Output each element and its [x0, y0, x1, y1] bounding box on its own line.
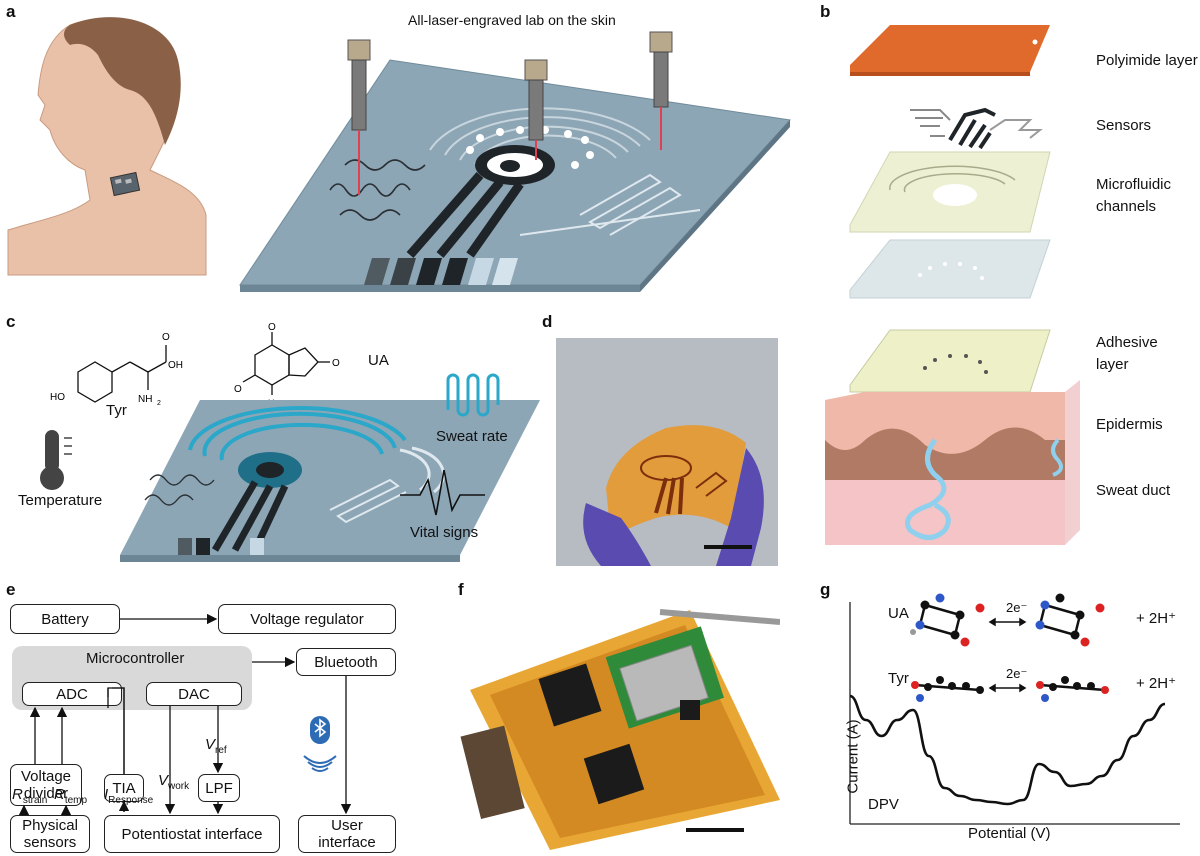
wireless-icon — [303, 755, 337, 772]
panel-label-b: b — [820, 2, 831, 21]
x-axis-label: Potential (V) — [968, 825, 1051, 842]
tyr-electrons-label: 2e⁻ — [1006, 666, 1028, 681]
sweat-duct-label: Sweat duct — [1096, 482, 1171, 499]
panel-label-e: e — [6, 580, 16, 599]
ua-protons-label: + 2H⁺ — [1136, 610, 1177, 627]
polyimide-layer-label: Polyimide layer — [1096, 52, 1198, 69]
ua-o1: O — [268, 322, 276, 333]
voltage-regulator-box: Voltage regulator — [218, 604, 396, 634]
bluetooth-icon — [310, 716, 330, 744]
vital-signs-label: Vital signs — [410, 524, 479, 541]
pads-c — [178, 538, 264, 555]
adc-box: ADC — [22, 682, 122, 706]
sensors-label: Sensors — [1096, 117, 1152, 134]
electrode-leads — [406, 172, 524, 258]
ua-reaction-label: UA — [888, 605, 909, 622]
ua-electrons-label: 2e⁻ — [1006, 600, 1028, 615]
channel-layer-shape — [849, 239, 1051, 299]
channels-label: channels — [1096, 198, 1157, 215]
layer-label: layer — [1096, 356, 1129, 373]
human-head-illustration — [7, 17, 208, 276]
ua-o2: O — [234, 384, 242, 395]
highlighted-arcs — [188, 406, 407, 461]
scale-bar-d — [704, 545, 752, 549]
tyr-oh: OH — [168, 360, 183, 371]
thermometer-icon — [40, 430, 72, 490]
panel-b-exploded-view — [825, 25, 1080, 545]
ecg-icon — [400, 469, 485, 516]
sensors-layer-shape — [910, 107, 1043, 150]
device-plate-c — [120, 400, 540, 555]
scale-bar-f — [686, 828, 744, 832]
panel-d-photo — [556, 338, 778, 566]
epidermis-label: Epidermis — [1096, 416, 1163, 433]
panel-label-c: c — [6, 312, 16, 331]
adhesive-label: Adhesive — [1096, 334, 1158, 351]
laser-heads — [347, 31, 673, 195]
tyr-ho: HO — [50, 392, 65, 403]
dac-box: DAC — [146, 682, 242, 706]
tyr-protons-label: + 2H⁺ — [1136, 675, 1177, 692]
tia-box: TIA — [104, 774, 144, 802]
microcontroller-label: Microcontroller — [86, 650, 185, 667]
adhesive-layer-shape — [849, 329, 1051, 393]
bluetooth-box: Bluetooth — [296, 648, 396, 676]
lpf-box: LPF — [198, 774, 240, 802]
panel-label-g: g — [820, 580, 831, 599]
uric-acid-structure — [242, 332, 330, 395]
panel-e-connectors — [18, 613, 352, 816]
tyrosine-structure — [77, 345, 167, 403]
panel-a-title: All-laser-engraved lab on the skin — [408, 12, 616, 28]
ua-molecule-reactant — [910, 593, 985, 647]
panel-c-illustration: OH O NH 2 HO O O O H — [40, 322, 540, 562]
sweat-rate-label: Sweat rate — [436, 428, 508, 445]
contact-pads — [364, 258, 518, 285]
panel-f-photo — [460, 609, 780, 850]
ua-o3: O — [332, 358, 340, 369]
potentiostat-interface-box: Potentiostat interface — [104, 815, 280, 853]
v-ref-label: Vref — [205, 736, 227, 756]
v-work-label: Vwork — [158, 772, 190, 792]
dpv-series-line — [849, 694, 1166, 806]
tyr-label: Tyr — [106, 402, 127, 419]
reaction-arrows — [988, 617, 1027, 693]
ua-molecule-product — [1035, 593, 1105, 647]
panel-label-d: d — [542, 312, 553, 331]
tyr-o: O — [162, 332, 170, 343]
tyr-molecule-product — [1036, 676, 1109, 702]
dpv-label: DPV — [868, 796, 899, 813]
y-axis-label: Current (A) — [844, 719, 862, 794]
microfluidic-label: Microfluidic — [1096, 176, 1172, 193]
battery-box: Battery — [10, 604, 120, 634]
sweat-rate-icon — [446, 373, 500, 417]
skin-block-shape — [825, 380, 1080, 545]
temperature-label: Temperature — [18, 492, 103, 509]
panel-a-illustration — [7, 17, 791, 292]
tyr-reaction-label: Tyr — [888, 670, 909, 687]
panel-g-chart — [849, 593, 1180, 825]
dpv-curve-group — [849, 694, 1166, 806]
polyimide-layer-shape — [850, 25, 1050, 72]
panel-label-a: a — [6, 2, 16, 21]
panel-label-f: f — [458, 580, 464, 599]
i-response-label: IResponse — [104, 786, 154, 806]
tyr-molecule-reactant — [911, 676, 984, 702]
ua-label: UA — [368, 352, 389, 369]
r-temp-label: Rtemp — [54, 786, 88, 806]
sweat-inlet-holes — [466, 126, 594, 169]
tyr-nh2-sub: 2 — [157, 400, 161, 407]
temp-serpentine-c — [144, 474, 215, 506]
tyr-nh2: NH — [138, 394, 152, 405]
r-strain-label: Rstrain — [12, 786, 48, 806]
sweat-rate-zigzag-c — [329, 478, 407, 524]
